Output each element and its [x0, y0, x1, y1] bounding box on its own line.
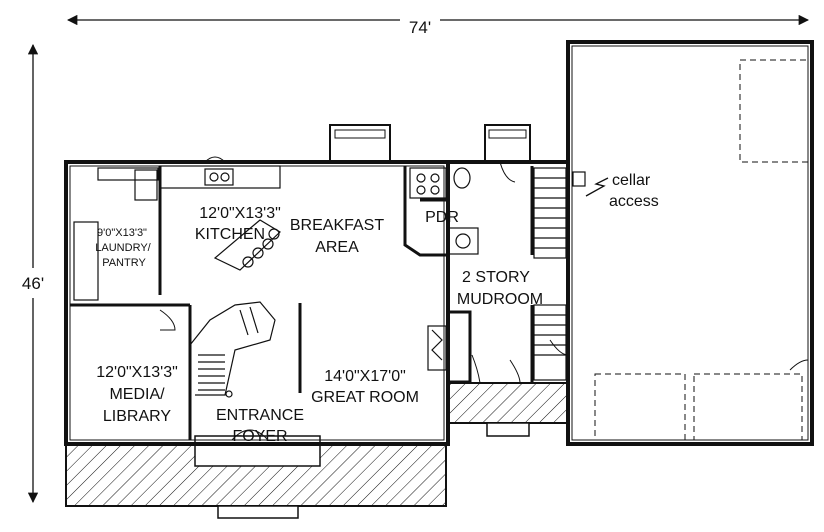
foyer-line2: FOYER: [232, 428, 287, 445]
main-staircase: [189, 301, 276, 398]
height-dimension-label: 46': [22, 274, 44, 293]
cellar-arrow: [585, 177, 609, 197]
garage-door-left: [594, 373, 686, 441]
laundry-size: 9'0"X13'3": [97, 227, 147, 239]
kitchen-counters: [159, 165, 281, 271]
great-room-size: 14'0"X17'0": [324, 368, 406, 385]
mudroom-line2: MUDROOM: [457, 291, 543, 308]
entry-landing: [194, 435, 321, 467]
cellar-arrow-group: [572, 171, 609, 197]
mudroom-line1: 2 STORY: [462, 269, 530, 286]
rear-bumpouts: [329, 124, 531, 163]
door-swings: [159, 156, 809, 441]
mudroom-steps: [486, 422, 530, 437]
mudroom-porch: [446, 382, 568, 424]
laundry-fixtures: [73, 167, 159, 301]
kitchen-name: KITCHEN: [195, 226, 265, 243]
mudroom-stairs: [533, 167, 567, 381]
laundry-line2: PANTRY: [102, 257, 146, 269]
powder-room-fixtures: [409, 167, 479, 255]
pdr-label: PDR: [425, 209, 459, 226]
garage-walls: [566, 40, 814, 446]
cellar-label-line1: cellar: [612, 172, 651, 189]
media-line1: MEDIA/: [109, 386, 165, 403]
great-room-name: GREAT ROOM: [311, 389, 419, 406]
cellar-label-line2: access: [609, 193, 659, 210]
foyer-line1: ENTRANCE: [216, 407, 304, 424]
media-size: 12'0"X13'3": [96, 364, 178, 381]
laundry-line1: LAUNDRY/: [95, 242, 151, 254]
breakfast-line2: AREA: [315, 239, 359, 256]
breakfast-line1: BREAKFAST: [290, 217, 384, 234]
front-steps: [217, 505, 299, 519]
fireplace: [427, 325, 447, 371]
garage-storage-upper: [739, 59, 809, 163]
media-line2: LIBRARY: [103, 408, 172, 425]
kitchen-size: 12'0"X13'3": [199, 205, 281, 222]
garage-door-right: [693, 373, 803, 441]
width-dimension-label: 74': [409, 18, 431, 37]
